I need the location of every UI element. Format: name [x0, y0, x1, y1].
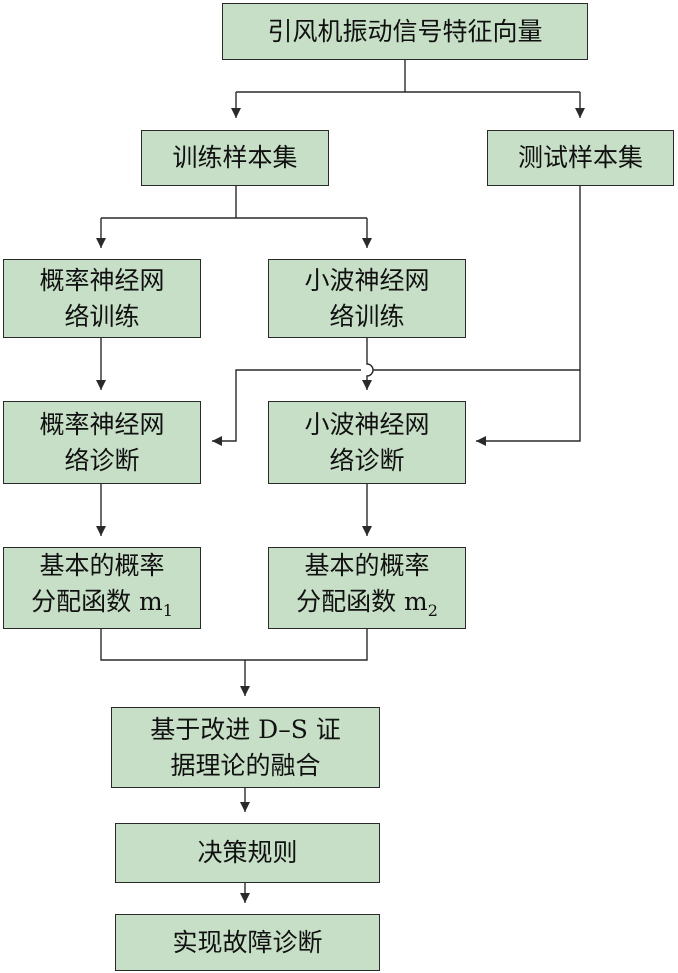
- node-ds-fusion-line1: 基于改进 D–S 证: [150, 714, 341, 744]
- node-wnn-train-line2: 络训练: [329, 301, 405, 331]
- node-pnn-train-line2: 络训练: [64, 301, 140, 331]
- node-fault-diagnosis: 实现故障诊断: [115, 914, 380, 971]
- node-feature-vector: 引风机振动信号特征向量: [222, 3, 588, 60]
- node-wnn-train-line1: 小波神经网: [304, 265, 430, 295]
- node-bpa-m1-text: 分配函数 m: [31, 586, 163, 616]
- node-pnn-diag-line1: 概率神经网: [39, 409, 165, 439]
- node-bpa-m2-text: 分配函数 m: [296, 586, 428, 616]
- node-train-set: 训练样本集: [141, 130, 329, 186]
- node-bpa-m1-line1: 基本的概率: [39, 550, 165, 580]
- node-pnn-train-line1: 概率神经网: [39, 265, 165, 295]
- arrow-test-to-wnn-diag: [476, 370, 581, 446]
- connector-bpa-merge: [100, 629, 368, 661]
- arrow-wnn-train-to-diag: [362, 338, 374, 390]
- node-pnn-diag: 概率神经网 络诊断: [3, 401, 201, 484]
- node-test-set: 测试样本集: [487, 130, 674, 186]
- node-feature-vector-label: 引风机振动信号特征向量: [267, 16, 543, 46]
- node-decision-rule: 决策规则: [115, 823, 380, 883]
- node-wnn-diag: 小波神经网 络诊断: [268, 401, 466, 484]
- node-pnn-train: 概率神经网 络训练: [3, 259, 201, 338]
- node-bpa-m2-line1: 基本的概率: [304, 550, 430, 580]
- node-fault-diagnosis-label: 实现故障诊断: [172, 927, 323, 957]
- node-train-set-label: 训练样本集: [172, 143, 298, 172]
- node-bpa-m2-subscript: 2: [427, 600, 438, 620]
- node-pnn-diag-line2: 络诊断: [64, 445, 140, 475]
- node-test-set-label: 测试样本集: [517, 143, 643, 172]
- node-bpa-m1: 基本的概率 分配函数 m1: [3, 547, 201, 629]
- connector-feature-split: [236, 60, 580, 93]
- node-wnn-train: 小波神经网 络训练: [268, 259, 466, 338]
- node-ds-fusion: 基于改进 D–S 证 据理论的融合: [111, 707, 380, 788]
- node-ds-fusion-line2: 据理论的融合: [170, 750, 321, 780]
- node-wnn-diag-line2: 络诊断: [329, 445, 405, 475]
- node-wnn-diag-line1: 小波神经网: [304, 409, 430, 439]
- connector-train-split: [101, 186, 367, 219]
- node-decision-rule-label: 决策规则: [197, 838, 298, 867]
- node-bpa-m1-subscript: 1: [162, 600, 173, 620]
- node-bpa-m2-line2: 分配函数 m2: [296, 584, 438, 629]
- node-bpa-m1-line2: 分配函数 m1: [31, 584, 173, 629]
- node-bpa-m2: 基本的概率 分配函数 m2: [268, 547, 466, 629]
